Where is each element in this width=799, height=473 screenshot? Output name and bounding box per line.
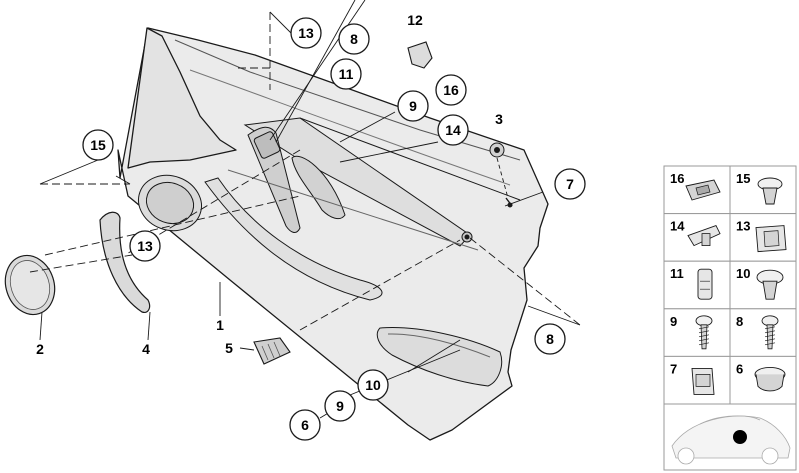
legend-cell: 15 <box>729 165 797 215</box>
spreader-clip-icon <box>697 268 713 300</box>
clip-part <box>489 142 505 158</box>
legend-number: 16 <box>670 171 684 186</box>
callout-label: 6 <box>301 417 309 433</box>
callout-label: 1 <box>216 317 224 333</box>
screw-icon <box>695 315 713 350</box>
legend-cell: 11 <box>663 260 731 310</box>
push-rivet-icon <box>757 177 783 205</box>
callout-8-right: 8 <box>534 323 566 355</box>
callout-label: 8 <box>546 331 554 347</box>
callout-3: 3 <box>495 111 503 127</box>
retainer-clip-icon <box>755 225 787 253</box>
callout-label: 14 <box>445 122 461 138</box>
callout-label: 9 <box>336 398 344 414</box>
callout-5: 5 <box>225 340 233 356</box>
car-thumbnail <box>663 403 797 471</box>
legend-grid: 16 15 14 13 11 10 9 8 7 6 <box>663 165 797 471</box>
badge-part <box>253 337 291 365</box>
legend-cell: 13 <box>729 213 797 262</box>
callout-14: 14 <box>437 114 469 146</box>
clip-plate-icon <box>685 179 721 201</box>
callout-6: 6 <box>289 409 321 441</box>
callout-label: 5 <box>225 340 233 356</box>
side-trim-strip-part <box>99 211 151 313</box>
callout-label: 2 <box>36 341 44 357</box>
legend-cell: 8 <box>729 308 797 357</box>
clip-nut-icon <box>691 367 715 395</box>
callout-11: 11 <box>330 58 362 90</box>
callout-13-left: 13 <box>129 230 161 262</box>
callout-4: 4 <box>142 341 150 357</box>
callout-13-top: 13 <box>290 17 322 49</box>
callout-label: 4 <box>142 341 150 357</box>
callout-label: 16 <box>443 82 459 98</box>
callout-label: 3 <box>495 111 503 127</box>
callout-16: 16 <box>435 74 467 106</box>
location-marker-icon <box>733 430 747 444</box>
callout-9-top: 9 <box>397 90 429 122</box>
legend-number: 6 <box>736 361 743 376</box>
legend-cell: 10 <box>729 260 797 310</box>
legend-number: 11 <box>670 266 684 281</box>
callout-label: 8 <box>350 31 358 47</box>
legend-number: 8 <box>736 314 743 329</box>
callout-label: 12 <box>407 12 423 28</box>
legend-number: 15 <box>736 171 750 186</box>
callout-10: 10 <box>357 369 389 401</box>
legend-cell: 16 <box>663 165 731 215</box>
callout-8-top: 8 <box>338 23 370 55</box>
legend-number: 10 <box>736 266 750 281</box>
callout-1: 1 <box>216 317 224 333</box>
callout-label: 13 <box>137 238 153 254</box>
callout-7: 7 <box>554 168 586 200</box>
callout-label: 10 <box>365 377 381 393</box>
legend-cell: 7 <box>663 355 731 405</box>
speaker-grille-part <box>4 254 56 316</box>
clip-bracket-icon <box>687 225 721 247</box>
cap-part <box>407 41 433 69</box>
legend-number: 14 <box>670 219 685 234</box>
legend-cell: 14 <box>663 213 731 262</box>
callout-2: 2 <box>36 341 44 357</box>
legend-cell: 6 <box>729 355 797 405</box>
expanding-rivet-icon <box>756 269 784 300</box>
callout-15: 15 <box>82 129 114 161</box>
screw-icon <box>761 315 779 350</box>
callout-label: 15 <box>90 137 106 153</box>
callout-label: 13 <box>298 25 314 41</box>
callout-9-bottom: 9 <box>324 390 356 422</box>
legend-number: 7 <box>670 361 677 376</box>
callout-12: 12 <box>407 12 423 28</box>
callout-label: 11 <box>339 66 354 82</box>
panel-details <box>138 39 521 387</box>
legend-number: 9 <box>670 314 677 329</box>
plug-icon <box>754 366 786 392</box>
callout-label: 7 <box>566 176 574 192</box>
legend-cell: 9 <box>663 308 731 357</box>
callout-label: 9 <box>409 98 417 114</box>
legend-number: 13 <box>736 219 750 234</box>
